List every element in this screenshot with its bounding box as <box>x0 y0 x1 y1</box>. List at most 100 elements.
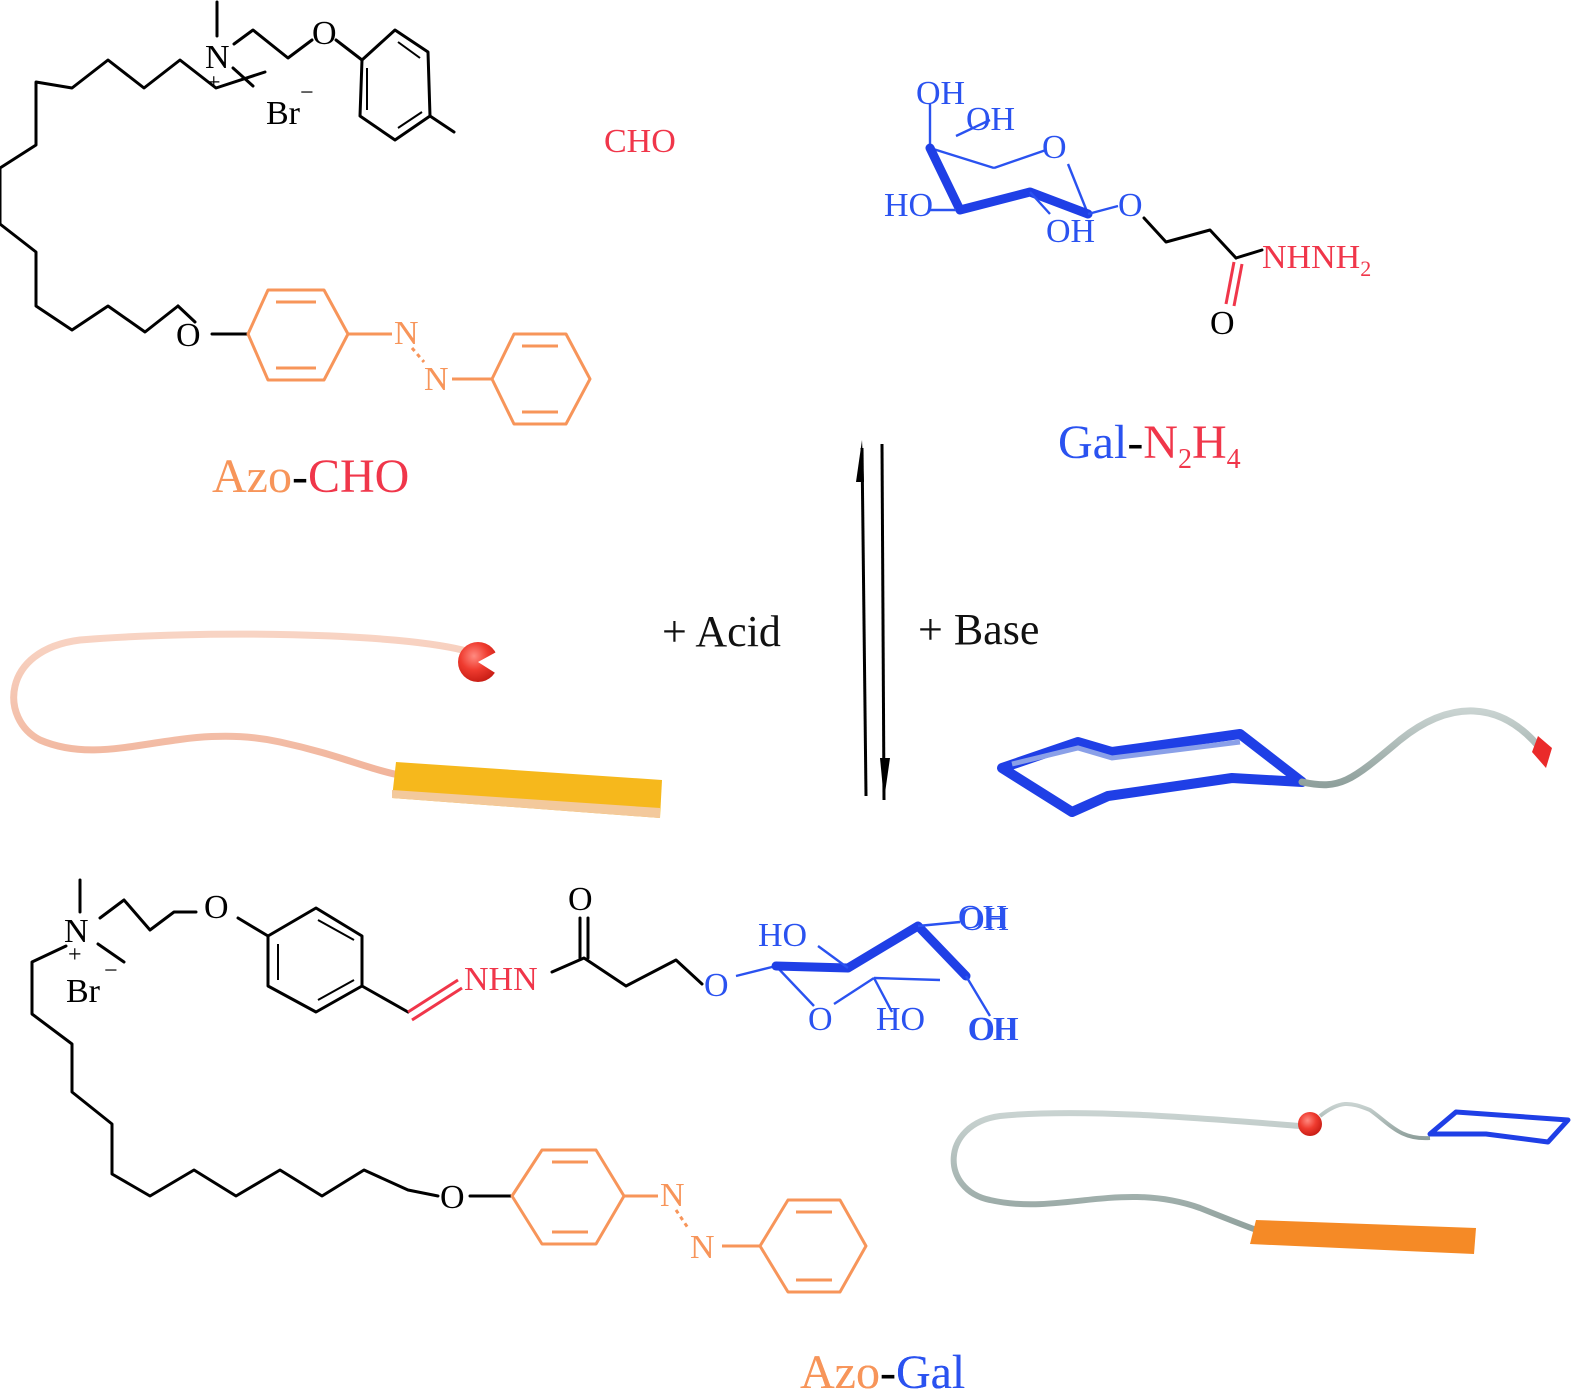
n-ethyl-linker <box>98 898 198 932</box>
atom-azo-n1: N <box>660 1177 685 1214</box>
azobenzene-ring-2 <box>758 1198 868 1294</box>
atom-ho-left: HO <box>884 187 933 224</box>
hydrazone-double-bond <box>411 986 463 1022</box>
carbonyl-double-bond <box>1232 263 1244 307</box>
atom-oh-bottom: OH <box>1046 213 1095 250</box>
azo-cho-molecule: N + Br − O CHO O N N Azo-CHO <box>0 0 676 503</box>
alkyl-chain <box>0 58 267 334</box>
aldehyde-bond <box>428 114 456 134</box>
n-methyl-down <box>231 66 255 88</box>
atom-bromide: Br <box>66 973 101 1010</box>
ring-bold-front <box>925 143 1093 219</box>
ring-bond <box>873 976 941 982</box>
atom-hydrazone: NHN <box>464 961 538 998</box>
gal-n2h4-molecule: OH OH O HO OH O NHNH2 O Gal-N2H4 <box>884 75 1371 475</box>
c3-oh-bond <box>917 920 961 928</box>
label-sep: - <box>880 1346 896 1398</box>
hydrazide-red-tip-icon <box>1532 736 1552 768</box>
atom-oh-top: OH <box>916 75 965 112</box>
atom-glyco-o: O <box>1118 187 1143 224</box>
azobenzene-ring-2 <box>490 332 592 426</box>
equilibrium-arrows: + Acid + Base <box>662 440 1039 801</box>
hydrazide-text: NHNH <box>1262 239 1360 276</box>
atom-bromide: Br <box>266 95 301 132</box>
atom-ether-o2: O <box>176 317 201 354</box>
azo-cho-label: Azo-CHO <box>212 450 409 503</box>
azo-double-bond <box>410 347 426 363</box>
atom-ether-o2: O <box>440 1179 465 1216</box>
label-sub-2: 2 <box>1178 444 1192 475</box>
azo-gal-bonds <box>0 870 992 1330</box>
atom-charge-plus: + <box>68 942 82 968</box>
c2-oh-bond <box>1029 191 1051 215</box>
label-sub-4: 4 <box>1227 444 1241 475</box>
aryl-ch-bond <box>360 984 410 1014</box>
atom-oh-b: OH <box>970 1011 1019 1048</box>
gray-tube <box>950 1110 1303 1235</box>
atom-nitrogen: N <box>64 913 89 950</box>
forward-arrow-shaft <box>860 447 868 797</box>
ring-double-bond <box>397 111 423 129</box>
azo-gal-cartoon <box>950 1102 1571 1254</box>
label-gal: Gal <box>896 1346 965 1398</box>
atom-azo-n2: N <box>690 1229 715 1266</box>
ring-bond <box>775 965 815 1007</box>
atom-carbonyl-o: O <box>568 881 593 918</box>
atom-charge-plus: + <box>207 70 221 96</box>
atom-charge-minus: − <box>104 958 118 984</box>
chair-highlight <box>1011 739 1241 767</box>
hydrazide-subscript: 2 <box>1360 256 1371 281</box>
label-sep: - <box>292 450 308 503</box>
label-azo: Azo <box>800 1346 880 1398</box>
atom-oh-b: OH <box>968 1011 1017 1048</box>
atom-ether-o1: O <box>312 15 337 52</box>
propanoyl-linker <box>1142 216 1238 260</box>
block-edge <box>392 790 660 818</box>
c2-ho-bond <box>817 945 849 969</box>
label-n: N <box>1143 416 1178 469</box>
o-aryl-bond <box>334 38 364 62</box>
atom-glyco-o: O <box>704 967 729 1004</box>
ring-bond <box>993 148 1047 170</box>
atom-azo-n1: N <box>394 315 419 352</box>
pacman-mouth <box>478 650 500 676</box>
anomeric-bond <box>735 964 777 978</box>
ring-bond <box>833 976 875 1006</box>
azo-gal-label: Azo-Gal <box>800 1346 965 1398</box>
atom-nitrogen: N <box>205 39 230 76</box>
blue-chair-ring <box>997 729 1307 817</box>
label-cho: CHO <box>308 450 409 503</box>
label-mask <box>60 914 90 944</box>
ring-bold-front <box>771 921 971 981</box>
label-gal: Gal <box>896 1346 965 1398</box>
atom-ring-o: O <box>808 1001 833 1038</box>
ring-double-bond <box>397 41 421 59</box>
n-ethyl-linker <box>232 28 314 60</box>
azo-double-bond <box>674 1209 690 1229</box>
azo-gal-backdrop <box>0 870 930 1330</box>
ring-bond <box>929 146 995 170</box>
alkyl-chain <box>30 944 440 1198</box>
gal-n2h4-label: Gal-N2H4 <box>1058 416 1241 475</box>
ring-bond <box>1066 163 1090 215</box>
arrow-head-down <box>880 758 890 800</box>
n-methyl-down <box>96 942 126 964</box>
atom-carbonyl-o: O <box>1210 305 1235 342</box>
atom-ho-a: HO <box>758 917 807 954</box>
label-h: H <box>1192 416 1227 469</box>
peach-tube <box>10 630 474 780</box>
blue-chair-ring-small <box>1427 1109 1571 1145</box>
o-aryl-bond <box>236 916 270 938</box>
chain-o-bond <box>176 304 197 324</box>
atom-ho-b: HO <box>876 1001 925 1038</box>
atom-azo-n2: N <box>424 361 449 398</box>
label-gal: Gal <box>1058 416 1127 469</box>
gray-linker-tube <box>1298 707 1544 789</box>
atom-charge-minus: − <box>300 80 314 106</box>
atom-ring-o: O <box>1042 129 1067 166</box>
c6-oh-bond <box>955 118 991 138</box>
c4-oh-bond <box>964 975 992 1017</box>
azo-cho-cartoon <box>10 630 662 818</box>
ring-double-bond <box>317 979 355 1001</box>
